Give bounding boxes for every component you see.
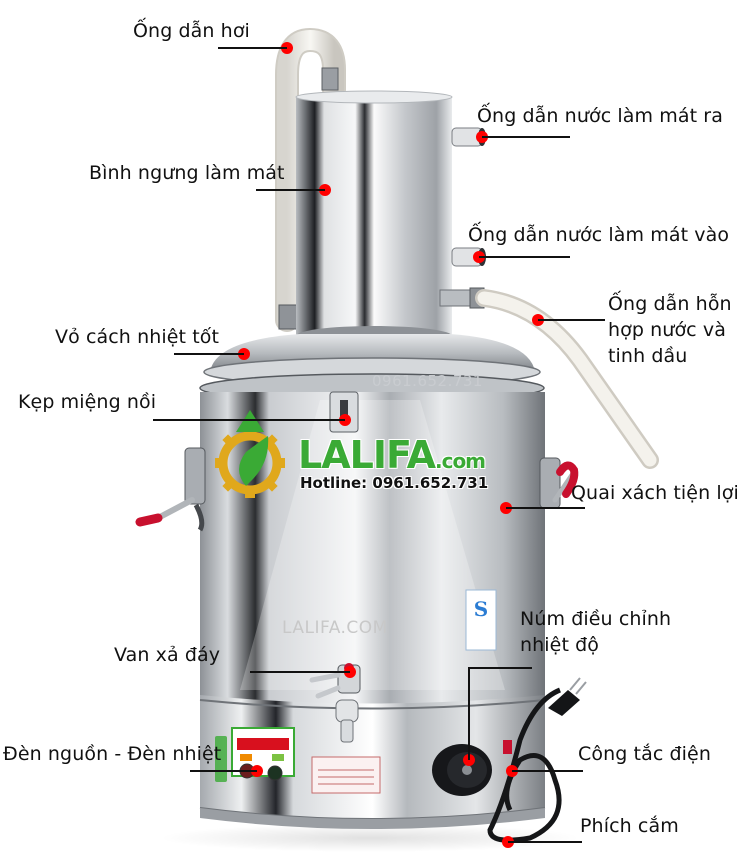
label-line: nhiệt độ	[520, 634, 600, 656]
label-line: tinh dầu	[608, 345, 688, 367]
watermark-lid: 0961.652.731	[372, 372, 483, 390]
label-indicator-lights: Đèn nguồn - Đèn nhiệt	[3, 743, 222, 765]
label-line: Ống dẫn hỗn	[608, 293, 732, 315]
label-line: Núm điều chỉnh	[520, 608, 672, 630]
logo-hotline: Hotline: 0961.652.731	[300, 474, 489, 492]
label-line: hợp nước và	[608, 319, 726, 341]
watermark-body: LALIFA.COM	[282, 618, 388, 638]
label-power-plug: Phích cắm	[580, 815, 679, 837]
logo-brand-name: LALIFA.com	[298, 433, 486, 477]
label-insulated-lid: Vỏ cách nhiệt tốt	[55, 326, 220, 348]
logo-name: LALIFA	[298, 433, 436, 477]
label-steam-pipe: Ống dẫn hơi	[133, 20, 250, 42]
leader-lines	[153, 47, 605, 843]
label-lid-clamp: Kẹp miệng nồi	[18, 391, 157, 413]
svg-text:S: S	[474, 597, 488, 621]
label-condenser: Bình ngưng làm mát	[89, 162, 285, 184]
label-thermostat-knob: Núm điều chỉnh nhiệt độ	[520, 606, 720, 658]
label-mixture-outlet: Ống dẫn hỗn hợp nước và tinh dầu	[608, 291, 748, 369]
label-drain-valve: Van xả đáy	[114, 644, 221, 666]
logo-suffix: .com	[434, 449, 486, 473]
label-power-switch: Công tắc điện	[578, 743, 711, 765]
label-cooling-water-out: Ống dẫn nước làm mát ra	[477, 105, 723, 127]
label-cooling-water-in: Ống dẫn nước làm mát vào	[468, 224, 730, 246]
label-carry-handle: Quai xách tiện lợi	[571, 482, 739, 504]
